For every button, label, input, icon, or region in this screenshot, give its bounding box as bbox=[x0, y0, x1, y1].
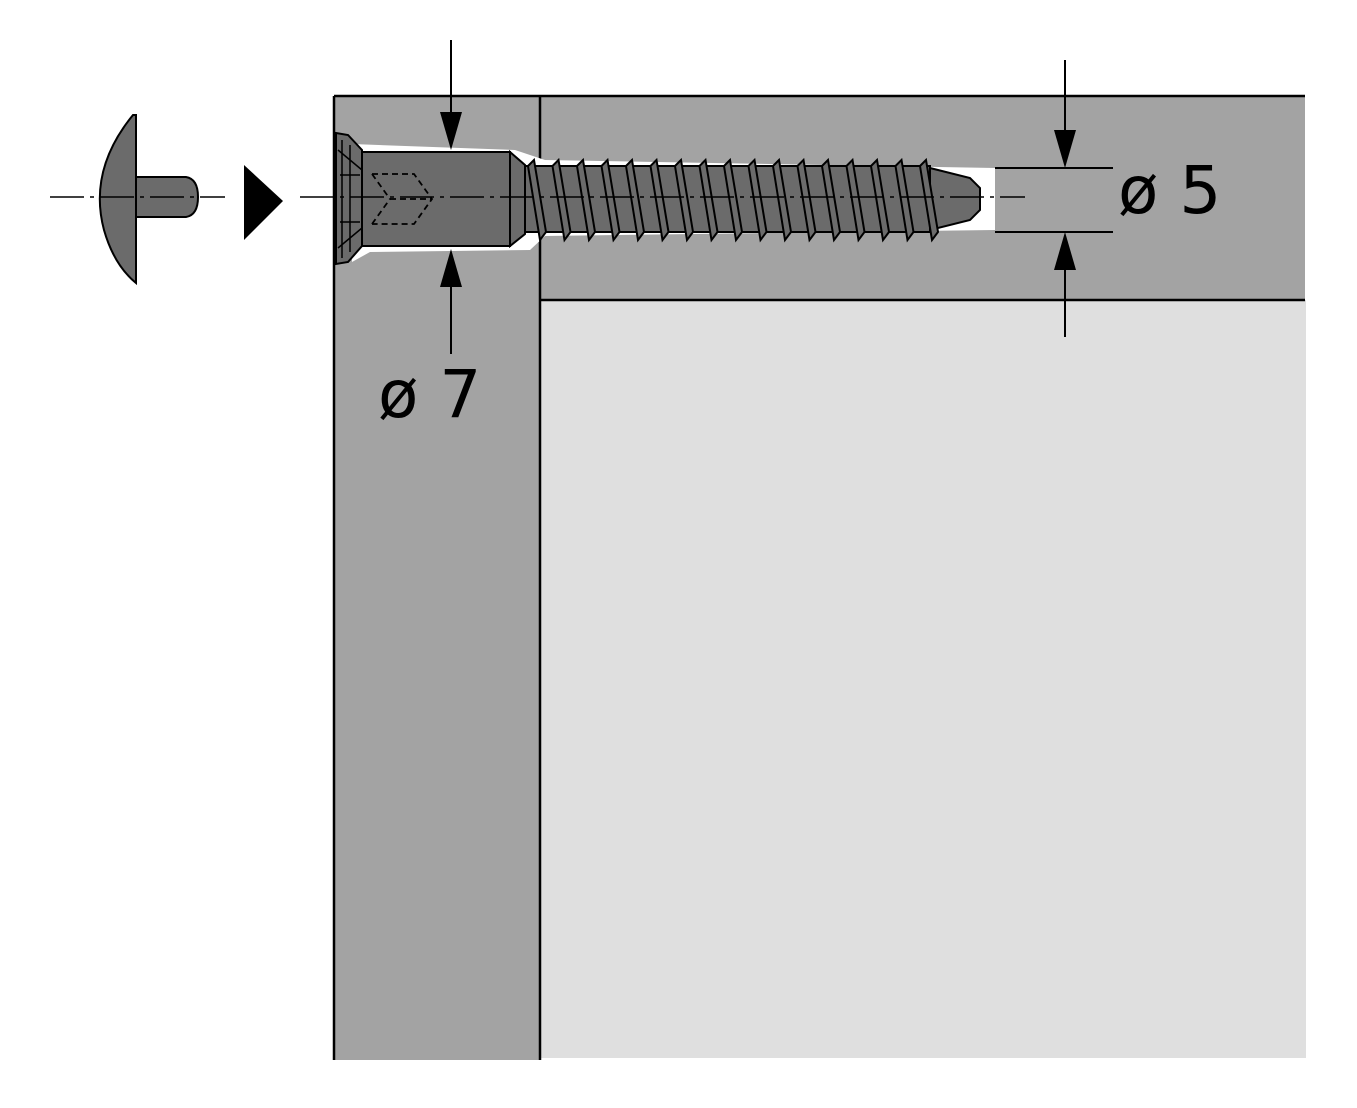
screw-shank bbox=[361, 151, 511, 247]
thread-crest bbox=[820, 157, 842, 243]
thread-crest bbox=[747, 157, 768, 243]
cover-cap bbox=[98, 114, 200, 286]
dim-arrow-up-large bbox=[440, 249, 462, 287]
dim-arrow-down-small bbox=[1054, 130, 1076, 168]
dim-arrow-down-large bbox=[440, 112, 462, 150]
thread-crest bbox=[869, 157, 891, 243]
thread-crest bbox=[918, 157, 940, 243]
thread-crest bbox=[771, 157, 793, 243]
thread-crest bbox=[894, 157, 915, 243]
thread-crest bbox=[845, 157, 866, 243]
head-facets bbox=[337, 140, 363, 258]
thread-crest bbox=[526, 157, 548, 243]
small-diameter-label: ø 5 bbox=[1118, 152, 1222, 229]
thread-crest bbox=[575, 157, 597, 243]
dim-arrow-up-small bbox=[1054, 232, 1076, 270]
thread-crest bbox=[698, 157, 719, 243]
thread-crest bbox=[600, 157, 621, 243]
thread-crest bbox=[624, 157, 646, 243]
thread-crest bbox=[722, 157, 744, 243]
thread-crest bbox=[649, 157, 670, 243]
screw-head bbox=[335, 131, 363, 266]
hex-socket bbox=[371, 173, 434, 225]
large-diameter-label: ø 7 bbox=[378, 356, 482, 433]
dimension-small-diameter bbox=[995, 60, 1113, 337]
cover-cap-dome bbox=[98, 114, 137, 286]
screw bbox=[335, 131, 981, 266]
screw-threads bbox=[526, 157, 940, 243]
thread-crest bbox=[796, 157, 817, 243]
back-panel bbox=[540, 300, 1306, 1058]
side-panel bbox=[334, 96, 540, 1060]
screw-shoulder bbox=[509, 149, 526, 249]
insertion-arrow bbox=[244, 165, 283, 240]
thread-crest bbox=[673, 157, 695, 243]
panel-outlines bbox=[332, 94, 1305, 1060]
thread-crest bbox=[551, 157, 572, 243]
